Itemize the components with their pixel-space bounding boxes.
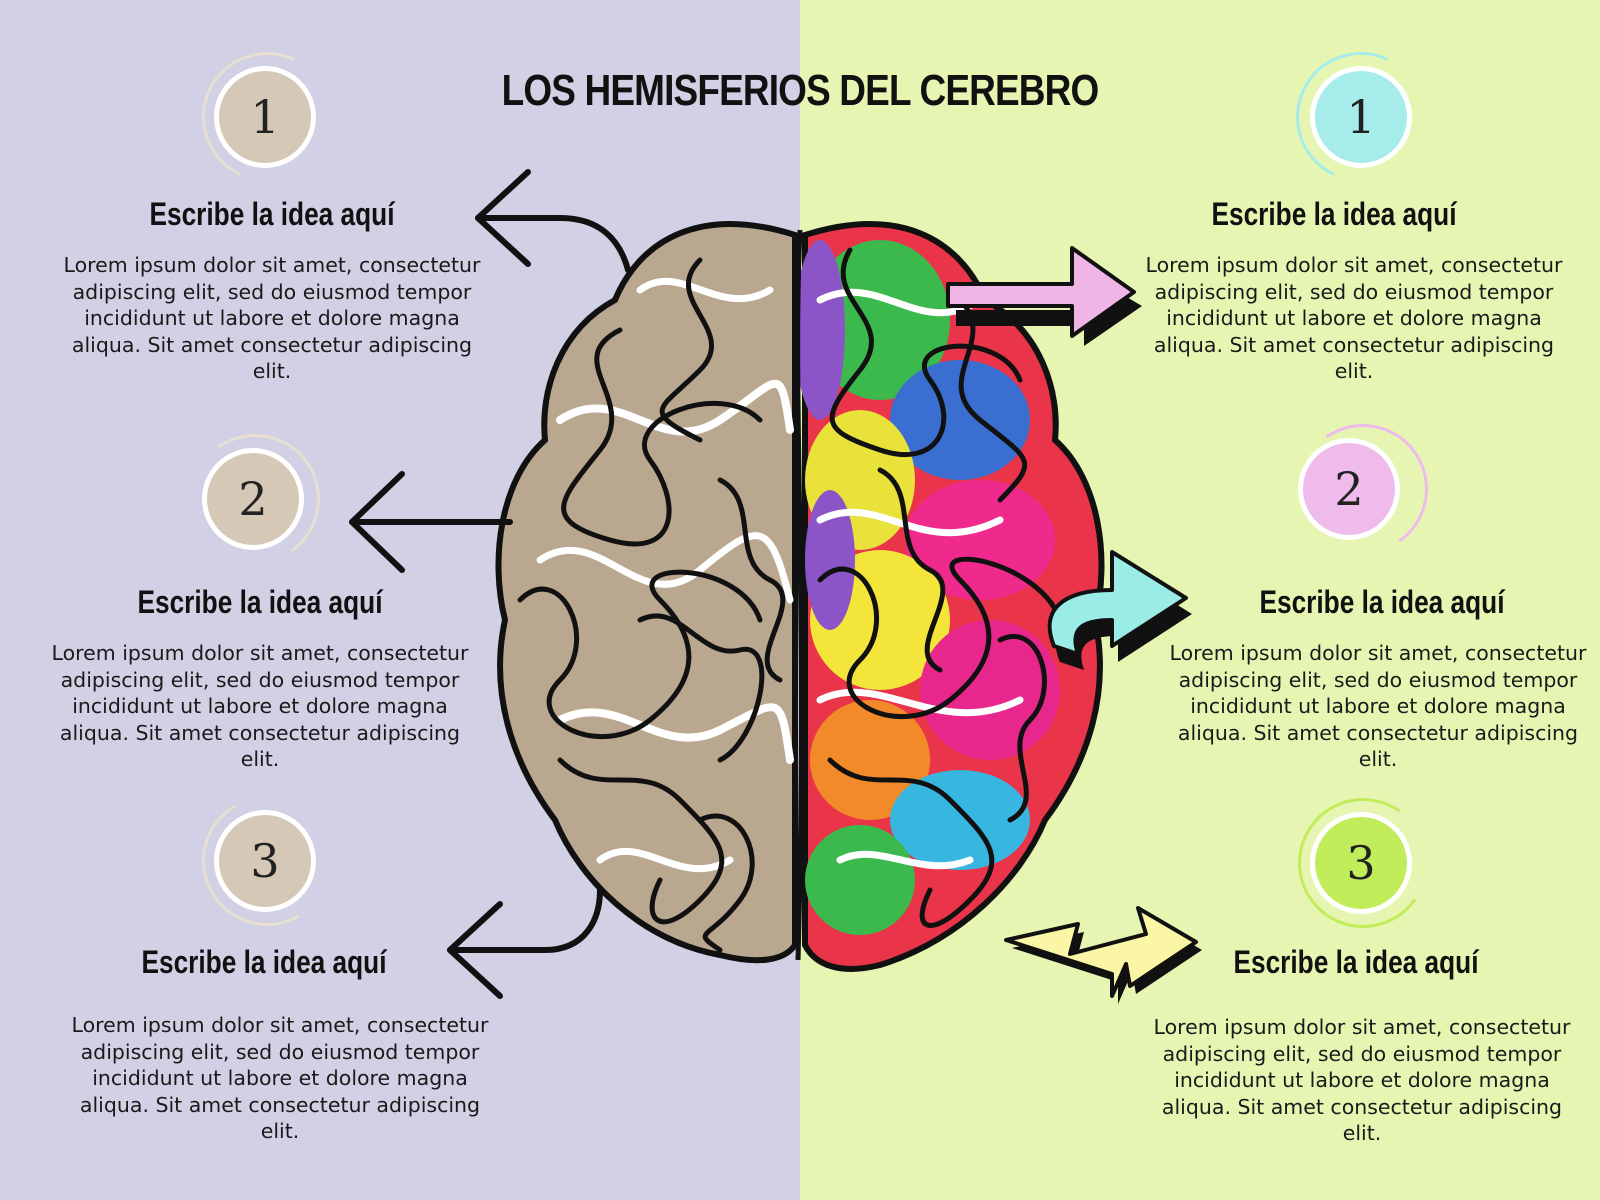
curved-arrow-down-left-icon (447, 887, 603, 999)
bold-curved-arrow-right-icon (1047, 550, 1192, 670)
right-badge-3: 3 (1310, 812, 1412, 914)
left-text-2: Lorem ipsum dolor sit amet, consectetur … (51, 641, 469, 771)
right-text-2: Lorem ipsum dolor sit amet, consectetur … (1169, 641, 1587, 771)
page-title: LOS HEMISFERIOS DEL CEREBRO (501, 66, 1100, 115)
left-brain-texture (517, 257, 794, 953)
right-brain-texture (800, 240, 1063, 935)
left-badge-2: 2 (202, 448, 304, 550)
right-heading-2: Escribe la idea aquí (1259, 584, 1505, 620)
left-badge-1: 1 (214, 66, 316, 168)
right-badge-1: 1 (1310, 66, 1412, 168)
right-text-1: Lorem ipsum dolor sit amet, consectetur … (1145, 253, 1563, 383)
right-heading-1: Escribe la idea aquí (1211, 196, 1457, 232)
bold-arrow-right-icon (946, 246, 1142, 346)
left-text-1: Lorem ipsum dolor sit amet, consectetur … (63, 253, 481, 383)
left-text-3: Lorem ipsum dolor sit amet, consectetur … (71, 1013, 489, 1143)
lightning-bolt-icon (1004, 906, 1202, 1004)
right-text-3: Lorem ipsum dolor sit amet, consectetur … (1153, 1015, 1571, 1145)
left-heading-2: Escribe la idea aquí (137, 584, 383, 620)
right-heading-3: Escribe la idea aquí (1233, 944, 1479, 980)
left-brain-lobe (495, 221, 798, 964)
left-badge-3: 3 (214, 810, 316, 912)
left-heading-3: Escribe la idea aquí (141, 944, 387, 980)
straight-arrow-left-icon (349, 471, 513, 573)
right-badge-2: 2 (1298, 438, 1400, 540)
curved-arrow-left-icon (475, 169, 631, 273)
brain-midline (795, 229, 804, 961)
left-heading-1: Escribe la idea aquí (149, 196, 395, 232)
